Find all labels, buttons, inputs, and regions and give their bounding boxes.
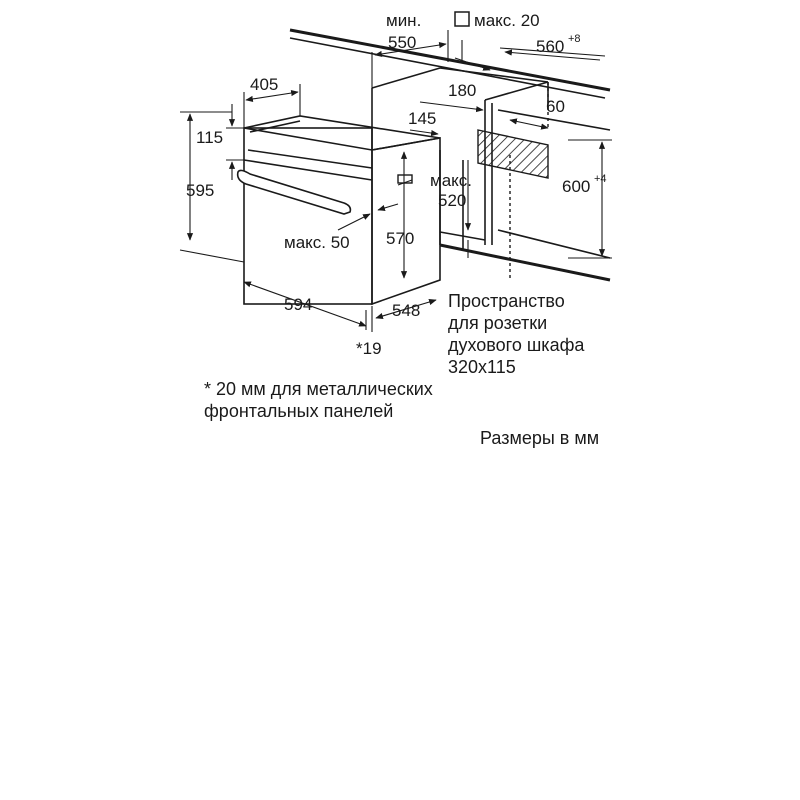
dim-520: 520 <box>438 191 466 210</box>
units-note: Размеры в мм <box>480 428 600 448</box>
dim-560: 560 <box>536 37 564 56</box>
dim-405: 405 <box>250 75 278 94</box>
footnote-marker-19: *19 <box>356 339 382 358</box>
dim-550: 550 <box>388 33 416 52</box>
dim-595: 595 <box>186 181 214 200</box>
dim-180: 180 <box>448 81 476 100</box>
dim-60: 60 <box>546 97 565 116</box>
dim-594: 594 <box>284 295 312 314</box>
metal-front-note: * 20 мм для металлических фронтальных па… <box>204 379 433 421</box>
dim-600-tolerance: +4 <box>594 173 607 185</box>
max-520-label: макс. <box>430 171 472 190</box>
dim-548: 548 <box>392 301 420 320</box>
max-20-label: макс. 20 <box>474 11 540 30</box>
dim-570: 570 <box>386 229 414 248</box>
max-50-label: макс. 50 <box>284 233 350 252</box>
dim-560-tolerance: +8 <box>568 33 581 45</box>
dim-600: 600 <box>562 177 590 196</box>
square-outline-icon <box>454 11 470 27</box>
oven-body <box>236 115 441 306</box>
dim-115: 115 <box>196 128 223 147</box>
socket-area-hatch <box>477 129 549 179</box>
min-label: мин. <box>386 11 421 30</box>
dimension-lines <box>179 30 612 332</box>
dim-145: 145 <box>408 109 436 128</box>
oven-handle <box>236 169 352 215</box>
socket-space-note: Пространство для розетки духового шкафа … <box>448 291 585 377</box>
